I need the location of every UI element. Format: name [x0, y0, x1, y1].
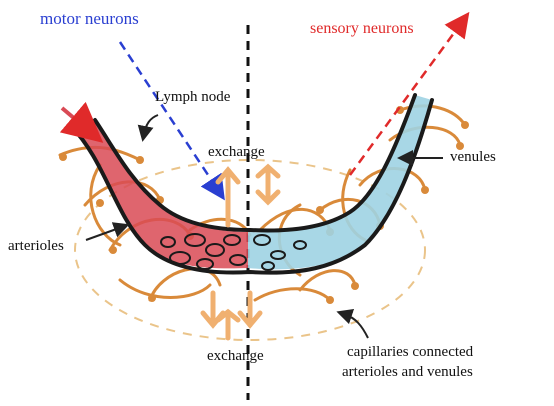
capillaries-label-line2: arterioles and venules — [342, 363, 473, 381]
lymph-node-pointer — [144, 115, 158, 134]
motor-neurons-label: motor neurons — [40, 10, 139, 28]
venules-label: venules — [450, 148, 496, 166]
capillaries-pointer — [344, 314, 368, 338]
sensory-neurons-label: sensory neurons — [310, 20, 414, 38]
capillaries-label-line1: capillaries connected — [347, 343, 473, 361]
exchange-bottom-label: exchange — [207, 347, 264, 365]
lymph-node-label: Lymph node — [155, 88, 230, 106]
arterioles-label: arterioles — [8, 237, 64, 255]
arterioles-pointer — [86, 227, 122, 240]
motor-neurons-arrow — [120, 42, 218, 190]
exchange-top-label: exchange — [208, 143, 265, 161]
